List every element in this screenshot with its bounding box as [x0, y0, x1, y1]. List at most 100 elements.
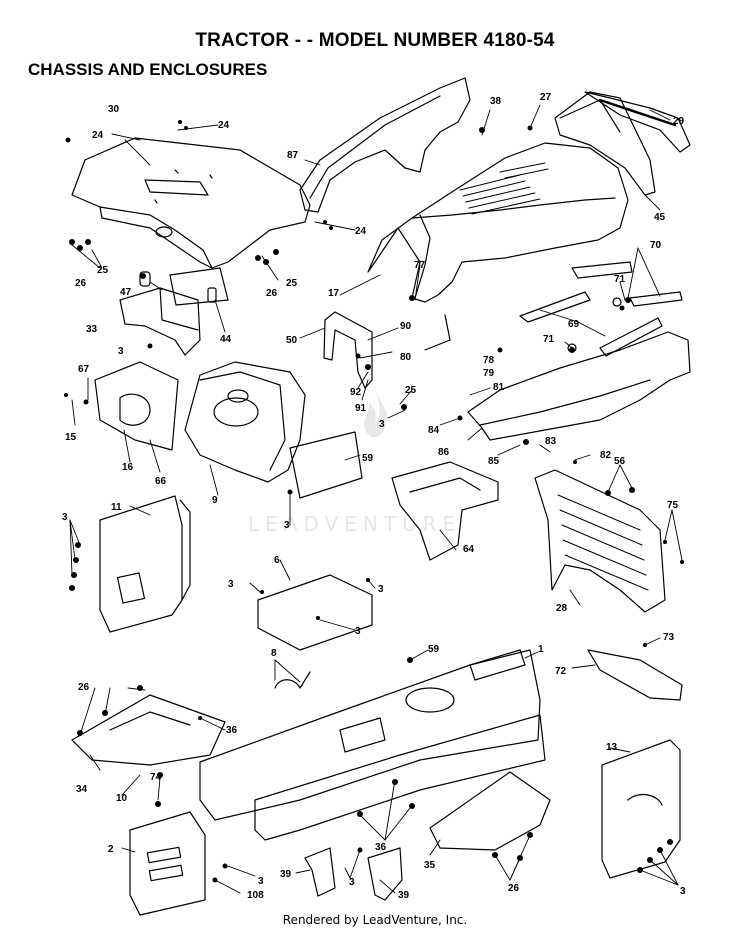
label-part-38: 39	[280, 869, 292, 880]
label-part-108: 108	[247, 890, 264, 901]
leader-lines	[69, 104, 683, 894]
label-part-15: 15	[65, 432, 77, 443]
label-part-44: 44	[220, 334, 232, 345]
label-part-50: 50	[286, 335, 298, 346]
label-part-75: 75	[667, 500, 679, 511]
label-part-3i: 3	[349, 877, 355, 888]
part-2-front-plate	[129, 811, 206, 916]
label-part-26: 26	[75, 278, 87, 289]
part-56-panel	[289, 431, 363, 499]
label-part-85: 84	[428, 425, 440, 436]
label-part-35b: 36	[375, 842, 387, 853]
label-part-34: 35	[424, 860, 436, 871]
label-part-71b: 71	[543, 334, 555, 345]
label-part-80: 80	[400, 352, 412, 363]
label-part-13: 13	[606, 742, 618, 753]
part-33-step-plate	[71, 694, 226, 766]
part-44-mount	[139, 267, 229, 306]
label-part-36: 38	[490, 96, 502, 107]
label-part-26c: 26	[78, 682, 90, 693]
label-part-51: 56	[614, 456, 626, 467]
part-80-rod	[424, 314, 451, 351]
part-39-bracket	[367, 847, 403, 901]
label-part-3g: 3	[355, 626, 361, 637]
label-part-79: 79	[483, 368, 495, 379]
label-part-3c: 3	[62, 512, 68, 523]
label-part-3f: 3	[378, 584, 384, 595]
part-6-plate	[257, 574, 373, 651]
label-part-28: 28	[556, 603, 568, 614]
part-38-bracket	[304, 847, 336, 897]
label-part-66: 66	[155, 476, 167, 487]
label-part-6: 6	[274, 555, 280, 566]
label-part-33: 34	[76, 784, 88, 795]
part-86-side-rail	[467, 331, 691, 441]
label-part-3d: 3	[284, 520, 290, 531]
label-part-35: 36	[226, 725, 238, 736]
label-part-83: 83	[545, 436, 557, 447]
label-part-71: 71	[614, 274, 626, 285]
part-17-hood	[367, 142, 629, 303]
part-34-step-plate	[429, 771, 551, 851]
label-part-2: 2	[108, 844, 114, 855]
label-part-31: 33	[86, 324, 98, 335]
part-87-side-panel	[299, 77, 471, 213]
label-part-59: 59	[428, 644, 440, 655]
part-64-bracket	[391, 461, 499, 561]
label-part-3j: 3	[680, 886, 686, 897]
label-part-78: 78	[483, 355, 495, 366]
label-part-8: 8	[271, 648, 277, 659]
label-part-86: 86	[438, 447, 450, 458]
label-part-70: 70	[650, 240, 662, 251]
label-part-67: 67	[78, 364, 90, 375]
label-part-1: 1	[538, 644, 544, 655]
label-part-69: 69	[568, 319, 580, 330]
part-11-side-plate	[99, 495, 191, 633]
label-part-3e: 3	[228, 579, 234, 590]
part-13-right-plate	[601, 739, 681, 879]
part-30-enclosure-top	[71, 137, 311, 269]
label-part-64: 64	[463, 544, 475, 555]
part-69-70-brackets	[519, 261, 683, 357]
label-part-9: 9	[212, 495, 218, 506]
label-part-16: 16	[122, 462, 134, 473]
label-part-24b: 24	[355, 226, 367, 237]
part-31-bracket	[119, 287, 201, 356]
section-title: CHASSIS AND ENCLOSURES	[28, 60, 268, 79]
label-part-91: 91	[355, 403, 367, 414]
label-part-73: 73	[663, 632, 675, 643]
hardware-fasteners	[64, 120, 684, 883]
flame-watermark-icon	[364, 390, 388, 438]
label-part-74: 74	[150, 772, 162, 783]
part-28-grille	[534, 469, 666, 613]
label-part-3h: 3	[258, 876, 264, 887]
label-part-30: 30	[108, 104, 120, 115]
part-50-bracket	[323, 311, 373, 389]
label-part-29: 29	[673, 116, 685, 127]
diagram-title: TRACTOR - - MODEL NUMBER 4180-54	[195, 30, 555, 51]
label-part-3b: 3	[379, 419, 385, 430]
label-part-17: 17	[328, 288, 340, 299]
label-part-11: 11	[111, 502, 122, 513]
label-part-26b: 26	[266, 288, 278, 299]
label-part-45: 45	[654, 212, 666, 223]
label-part-25b: 25	[286, 278, 298, 289]
label-part-3a: 3	[118, 346, 124, 357]
label-part-92: 92	[350, 387, 362, 398]
label-part-47: 47	[120, 287, 132, 298]
label-part-10: 10	[116, 793, 128, 804]
part-1-main-frame	[199, 649, 546, 841]
label-part-25: 25	[97, 265, 109, 276]
part-9-dash-console	[184, 361, 306, 483]
part-29-rail	[584, 91, 691, 153]
label-part-26d: 26	[508, 883, 520, 894]
part-8-clip	[274, 671, 311, 689]
label-part-84: 85	[488, 456, 500, 467]
label-part-14: 24	[92, 130, 104, 141]
label-part-72: 72	[555, 666, 567, 677]
label-part-27: 27	[540, 92, 552, 103]
label-part-24: 24	[218, 120, 230, 131]
label-part-87: 87	[287, 150, 299, 161]
part-45-front-bracket	[554, 91, 656, 196]
